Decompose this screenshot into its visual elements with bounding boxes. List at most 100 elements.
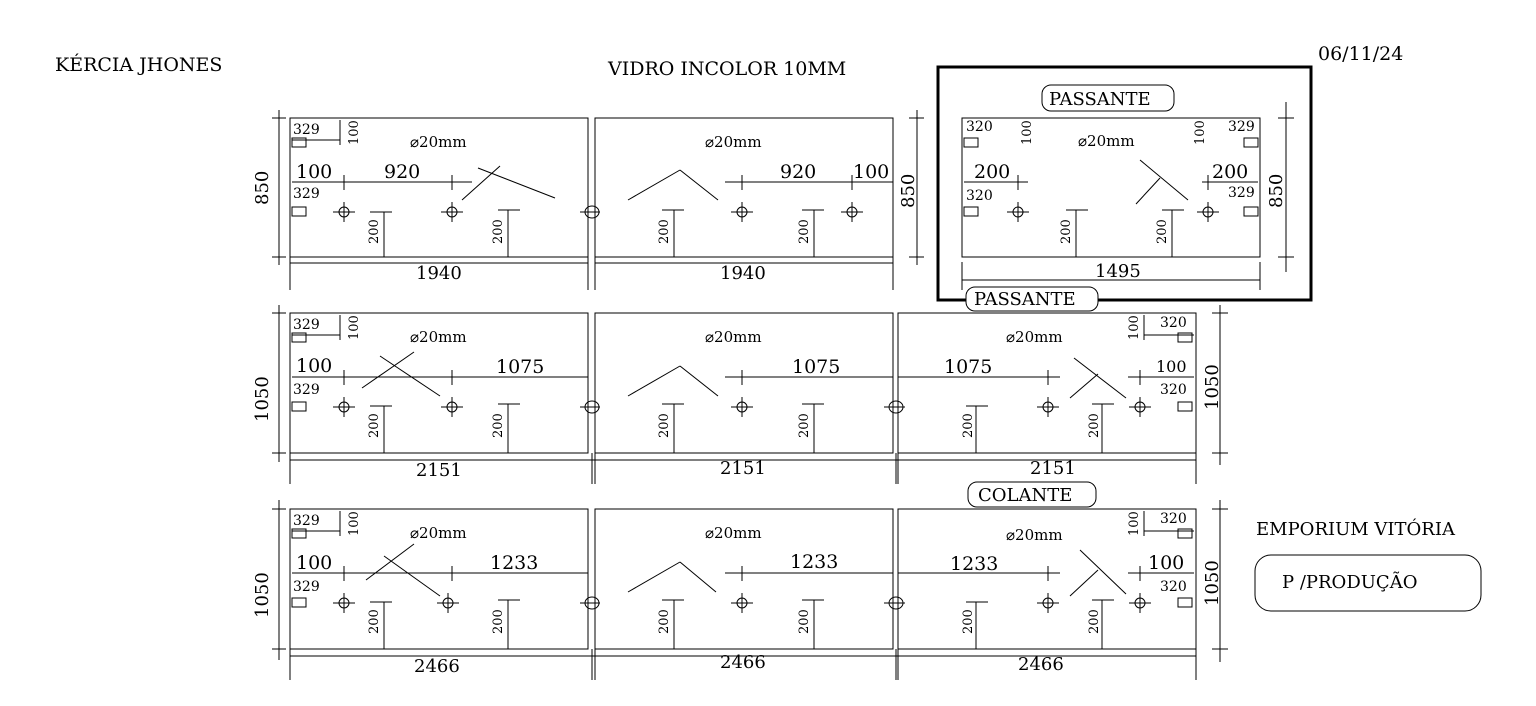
hinge-dim-200: 200 [797,609,812,634]
hinge-dim-100: 100 [1020,120,1035,145]
hinge-dim-329: 329 [293,317,320,333]
production-stamp [1254,554,1482,612]
hinge-dim-100: 100 [1193,120,1208,145]
width-label-3-2: 2466 [720,652,766,673]
offset-dim: 1233 [790,551,838,573]
hinge-dim-329: 329 [293,513,320,529]
hinge-dim-100: 100 [347,120,362,145]
width-label-1-2: 1940 [720,263,766,284]
hinge-dim-200: 200 [367,219,382,244]
edge-dim: 100 [296,552,332,574]
hole-label: ⌀20mm [705,328,762,346]
height-label-row-1-mid: 850 [898,174,919,208]
edge-dim: 200 [974,161,1010,183]
width-label-3-1: 2466 [414,656,460,677]
height-label-row-2-right: 1050 [1202,364,1223,410]
hinge-dim-320: 320 [966,119,993,135]
passante-tag-2-text: PASSANTE [974,289,1076,310]
width-label-3-3: 2466 [1018,654,1064,675]
hinge-dim-200: 200 [657,609,672,634]
offset-dim: 1075 [944,356,992,378]
panel-2-3 [897,312,1197,454]
colante-tag [967,481,1097,508]
width-label-1-3: 1495 [1095,261,1141,282]
passante-tag-1 [1041,84,1175,112]
panel-1-3 [961,117,1261,258]
hinge-dim-200: 200 [367,413,382,438]
panel-1-1 [289,117,589,258]
row-1: 850 850 850 1940 1940 1495 PASSANTE 329 … [252,84,1294,290]
panel-3-2 [594,508,894,650]
height-label-row-3-right: 1050 [1202,560,1223,606]
hole-label: ⌀20mm [410,328,467,346]
hinge-dim-100: 100 [347,315,362,340]
passante-tag-2 [965,286,1099,312]
hinge-dim-329: 329 [293,382,320,398]
hinge-dim-200: 200 [1087,413,1102,438]
width-label-2-3: 2151 [1030,458,1076,479]
hinge-dim-200: 200 [797,413,812,438]
panel-2-2 [594,312,894,454]
hole-label: ⌀20mm [1006,328,1063,346]
height-label-row-3-left: 1050 [252,572,273,618]
drawing-title: VIDRO INCOLOR 10MM [607,58,846,80]
width-label-1-1: 1940 [416,263,462,284]
edge-dim: 100 [1148,552,1184,574]
hinge-dim-200: 200 [1059,219,1074,244]
offset-dim: 1075 [792,356,840,378]
hinge-dim-320: 320 [1160,511,1187,527]
hinge-dim-329: 329 [1228,119,1255,135]
row-2: 1050 1050 2151 2151 2151 329 100 100 329… [252,305,1228,484]
passante-tag-1-text: PASSANTE [1049,89,1151,110]
hinge-dim-200: 200 [657,219,672,244]
hinge-dim-329: 329 [1228,185,1255,201]
client-name: KÉRCIA JHONES [55,53,222,76]
hole-label: ⌀20mm [705,133,762,151]
hinge-dim-200: 200 [1087,609,1102,634]
hinge-dim-200: 200 [961,609,976,634]
hinge-dim-200: 200 [961,413,976,438]
hinge-dim-329: 329 [293,186,320,202]
height-label-row-1-left: 850 [252,171,273,205]
hinge-dim-200: 200 [1155,219,1170,244]
height-label-row-2-left: 1050 [252,376,273,422]
production-stamp-text: P /PRODUÇÃO [1282,571,1417,593]
hinge-dim-320: 320 [1160,315,1187,331]
edge-dim: 100 [296,355,332,377]
hinge-dim-200: 200 [491,219,506,244]
hole-label: ⌀20mm [410,524,467,542]
hole-label: ⌀20mm [705,524,762,542]
hinge-dim-200: 200 [657,413,672,438]
edge-dim: 100 [853,161,889,183]
offset-dim: 1233 [950,553,998,575]
hinge-dim-320: 320 [966,188,993,204]
hinge-dim-320: 320 [1160,382,1187,398]
hole-label: ⌀20mm [1078,132,1135,150]
hole-label: ⌀20mm [410,133,467,151]
offset-dim: 1075 [496,356,544,378]
panel-2-1 [289,312,589,454]
hinge-dim-200: 200 [367,609,382,634]
hinge-dim-100: 100 [347,511,362,536]
drawing-date: 06/11/24 [1318,43,1403,65]
panel-3-1 [289,508,589,650]
edge-dim: 100 [1156,357,1187,376]
hinge-dim-100: 100 [1127,511,1142,536]
row-3: 1050 1050 2466 2466 2466 329 100 100 329… [252,500,1228,680]
offset-dim: 920 [780,161,816,183]
hinge-dim-329: 329 [293,579,320,595]
panel-3-3 [897,508,1197,650]
highlight-box [936,65,1313,302]
offset-dim: 1233 [490,552,538,574]
company-name: EMPORIUM VITÓRIA [1256,517,1456,540]
height-label-row-1-right: 850 [1266,174,1287,208]
panel-1-2 [594,117,894,258]
hinge-dim-320: 320 [1160,579,1187,595]
offset-dim: 920 [384,161,420,183]
hinge-dim-200: 200 [797,219,812,244]
hinge-dim-200: 200 [491,609,506,634]
hole-label: ⌀20mm [1006,526,1063,544]
hinge-dim-329: 329 [293,122,320,138]
colante-tag-text: COLANTE [978,485,1072,506]
